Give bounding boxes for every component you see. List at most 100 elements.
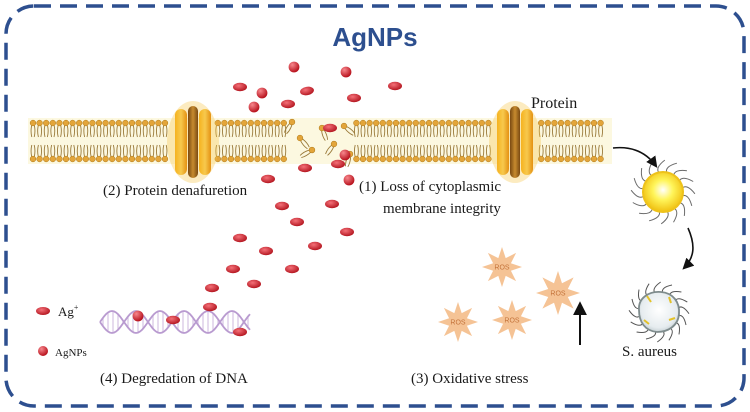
phospholipid — [425, 119, 433, 163]
phospholipid — [128, 119, 136, 163]
ag-ion — [298, 163, 312, 173]
membrane-loss-label-line2: membrane integrity — [383, 201, 501, 217]
phospholipid — [161, 119, 169, 163]
ag-ion — [331, 159, 345, 169]
oxidative-stress-label: (3) Oxidative stress — [411, 371, 529, 387]
phospholipid — [49, 119, 56, 163]
ag-ion — [205, 283, 219, 293]
phospholipid — [135, 119, 142, 163]
ag-ion — [261, 174, 275, 184]
ros-label: ROS — [504, 318, 520, 325]
phospholipid — [102, 119, 109, 163]
phospholipid — [56, 119, 63, 163]
s-aureus-label: S. aureus — [622, 344, 677, 360]
phospholipid — [227, 119, 235, 163]
phospholipid — [148, 119, 155, 163]
phospholipid — [69, 119, 76, 163]
ros-group: ROS ROS ROS ROS — [438, 247, 580, 342]
phospholipid — [267, 119, 274, 163]
phospholipid — [43, 119, 50, 163]
phospholipid — [478, 119, 485, 163]
ag-ion — [233, 233, 247, 243]
ag-ion — [233, 82, 247, 92]
protein-denaturation-label: (2) Protein denafuretion — [103, 183, 248, 199]
phospholipid — [458, 119, 466, 163]
phospholipid — [406, 119, 413, 163]
ag-ion — [203, 302, 217, 312]
ag-ion — [285, 264, 299, 274]
phospholipid — [373, 119, 380, 163]
arrow-membrane-to-bacterium — [612, 146, 658, 168]
silver-nanoparticles — [132, 61, 355, 322]
phospholipid — [221, 119, 228, 163]
protein-label: Protein — [531, 95, 577, 112]
phospholipid — [109, 119, 116, 163]
phospholipid — [412, 119, 419, 163]
ros-star: ROS — [492, 300, 532, 340]
phospholipid — [353, 119, 360, 163]
arrow-bacterium-to-damaged — [682, 227, 695, 270]
phospholipid — [241, 119, 248, 163]
phospholipid — [155, 119, 162, 163]
phospholipid — [439, 119, 446, 163]
dashed-border — [4, 4, 746, 408]
phospholipid — [392, 119, 400, 163]
phospholipid — [452, 119, 459, 163]
ag-ion — [308, 241, 322, 251]
agnp — [339, 149, 351, 161]
phospholipid — [564, 119, 571, 163]
agnp — [248, 101, 260, 113]
phospholipid — [115, 119, 122, 163]
ag-ion — [281, 99, 295, 109]
phospholipid — [366, 119, 373, 163]
phospholipid — [544, 119, 551, 163]
phospholipid — [89, 119, 96, 163]
phospholipid — [214, 119, 221, 163]
phospholipid — [472, 119, 479, 163]
legend-agnps-label: AgNPs — [55, 347, 87, 359]
phospholipid — [386, 119, 393, 163]
ag-ion — [259, 246, 273, 256]
agnp — [256, 87, 268, 99]
disrupted-phospholipid — [284, 118, 296, 135]
phospholipid — [577, 119, 584, 163]
disrupted-phospholipid — [299, 146, 316, 158]
phospholipid — [399, 119, 406, 163]
phospholipid — [465, 119, 472, 163]
phospholipid — [551, 119, 558, 163]
phospholipid — [36, 119, 43, 163]
phospholipid — [557, 119, 565, 163]
ag-ion — [323, 123, 337, 133]
ag-ion — [226, 264, 240, 274]
diagram-title: AgNPs — [332, 22, 417, 52]
ag-ion — [290, 217, 304, 227]
ag-ion — [388, 81, 402, 91]
disrupted-phospholipid — [296, 134, 310, 150]
ros-label: ROS — [550, 291, 566, 298]
ros-star: ROS — [438, 302, 478, 342]
phospholipid — [254, 119, 261, 163]
bacterium-healthy — [630, 159, 696, 225]
dna-degradation-label: (4) Degredation of DNA — [100, 371, 248, 387]
ros-label: ROS — [494, 265, 510, 272]
phospholipid — [122, 119, 129, 163]
agnp — [340, 66, 352, 78]
phospholipid — [280, 119, 287, 163]
phospholipid — [247, 119, 254, 163]
disrupted-phospholipid — [340, 122, 356, 136]
ros-star: ROS — [536, 271, 580, 315]
phospholipid — [590, 119, 598, 163]
legend: Ag+ AgNPs — [36, 303, 87, 359]
agnp — [343, 174, 355, 186]
phospholipid — [29, 119, 37, 163]
protein-channel-left — [167, 101, 219, 183]
phospholipid — [419, 119, 426, 163]
phospholipid — [445, 119, 452, 163]
ag-ion — [347, 93, 361, 103]
ag-ion — [166, 315, 180, 325]
phospholipid — [234, 119, 241, 163]
ag-ion — [275, 201, 289, 211]
ag-ion — [340, 227, 354, 237]
bacterium-damaged — [628, 281, 690, 343]
